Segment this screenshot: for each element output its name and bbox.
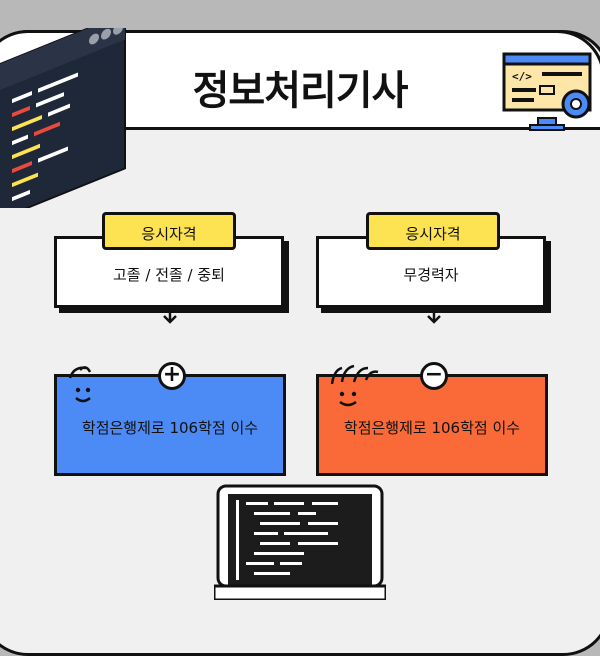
arrow-down-icon <box>427 308 441 324</box>
plus-button[interactable]: + <box>158 362 186 390</box>
qualification-tag-right: 응시자격 <box>366 212 500 250</box>
qualification-tag-left: 응시자격 <box>102 212 236 250</box>
svg-text:</>: </> <box>512 70 532 83</box>
minus-button[interactable]: − <box>420 362 448 390</box>
credit-text-right: 학점은행제로 106학점 이수 <box>343 419 521 437</box>
qualification-text-left: 고졸 / 전졸 / 중퇴 <box>113 266 225 284</box>
arrow-down-icon <box>163 308 177 324</box>
laptop-code-icon <box>214 484 386 600</box>
credit-card-left: 학점은행제로 106학점 이수 <box>54 374 286 476</box>
qualification-text-right: 무경력자 <box>403 266 459 284</box>
credit-text-left: 학점은행제로 106학점 이수 <box>81 419 259 437</box>
smiley-face-icon <box>330 364 379 407</box>
page-title: 정보처리기사 <box>192 68 409 114</box>
smiley-face-icon <box>68 366 92 403</box>
code-window-icon <box>0 28 126 208</box>
computer-settings-icon: </> <box>502 52 592 131</box>
qualification-box-right: 무경력자 <box>316 236 546 308</box>
